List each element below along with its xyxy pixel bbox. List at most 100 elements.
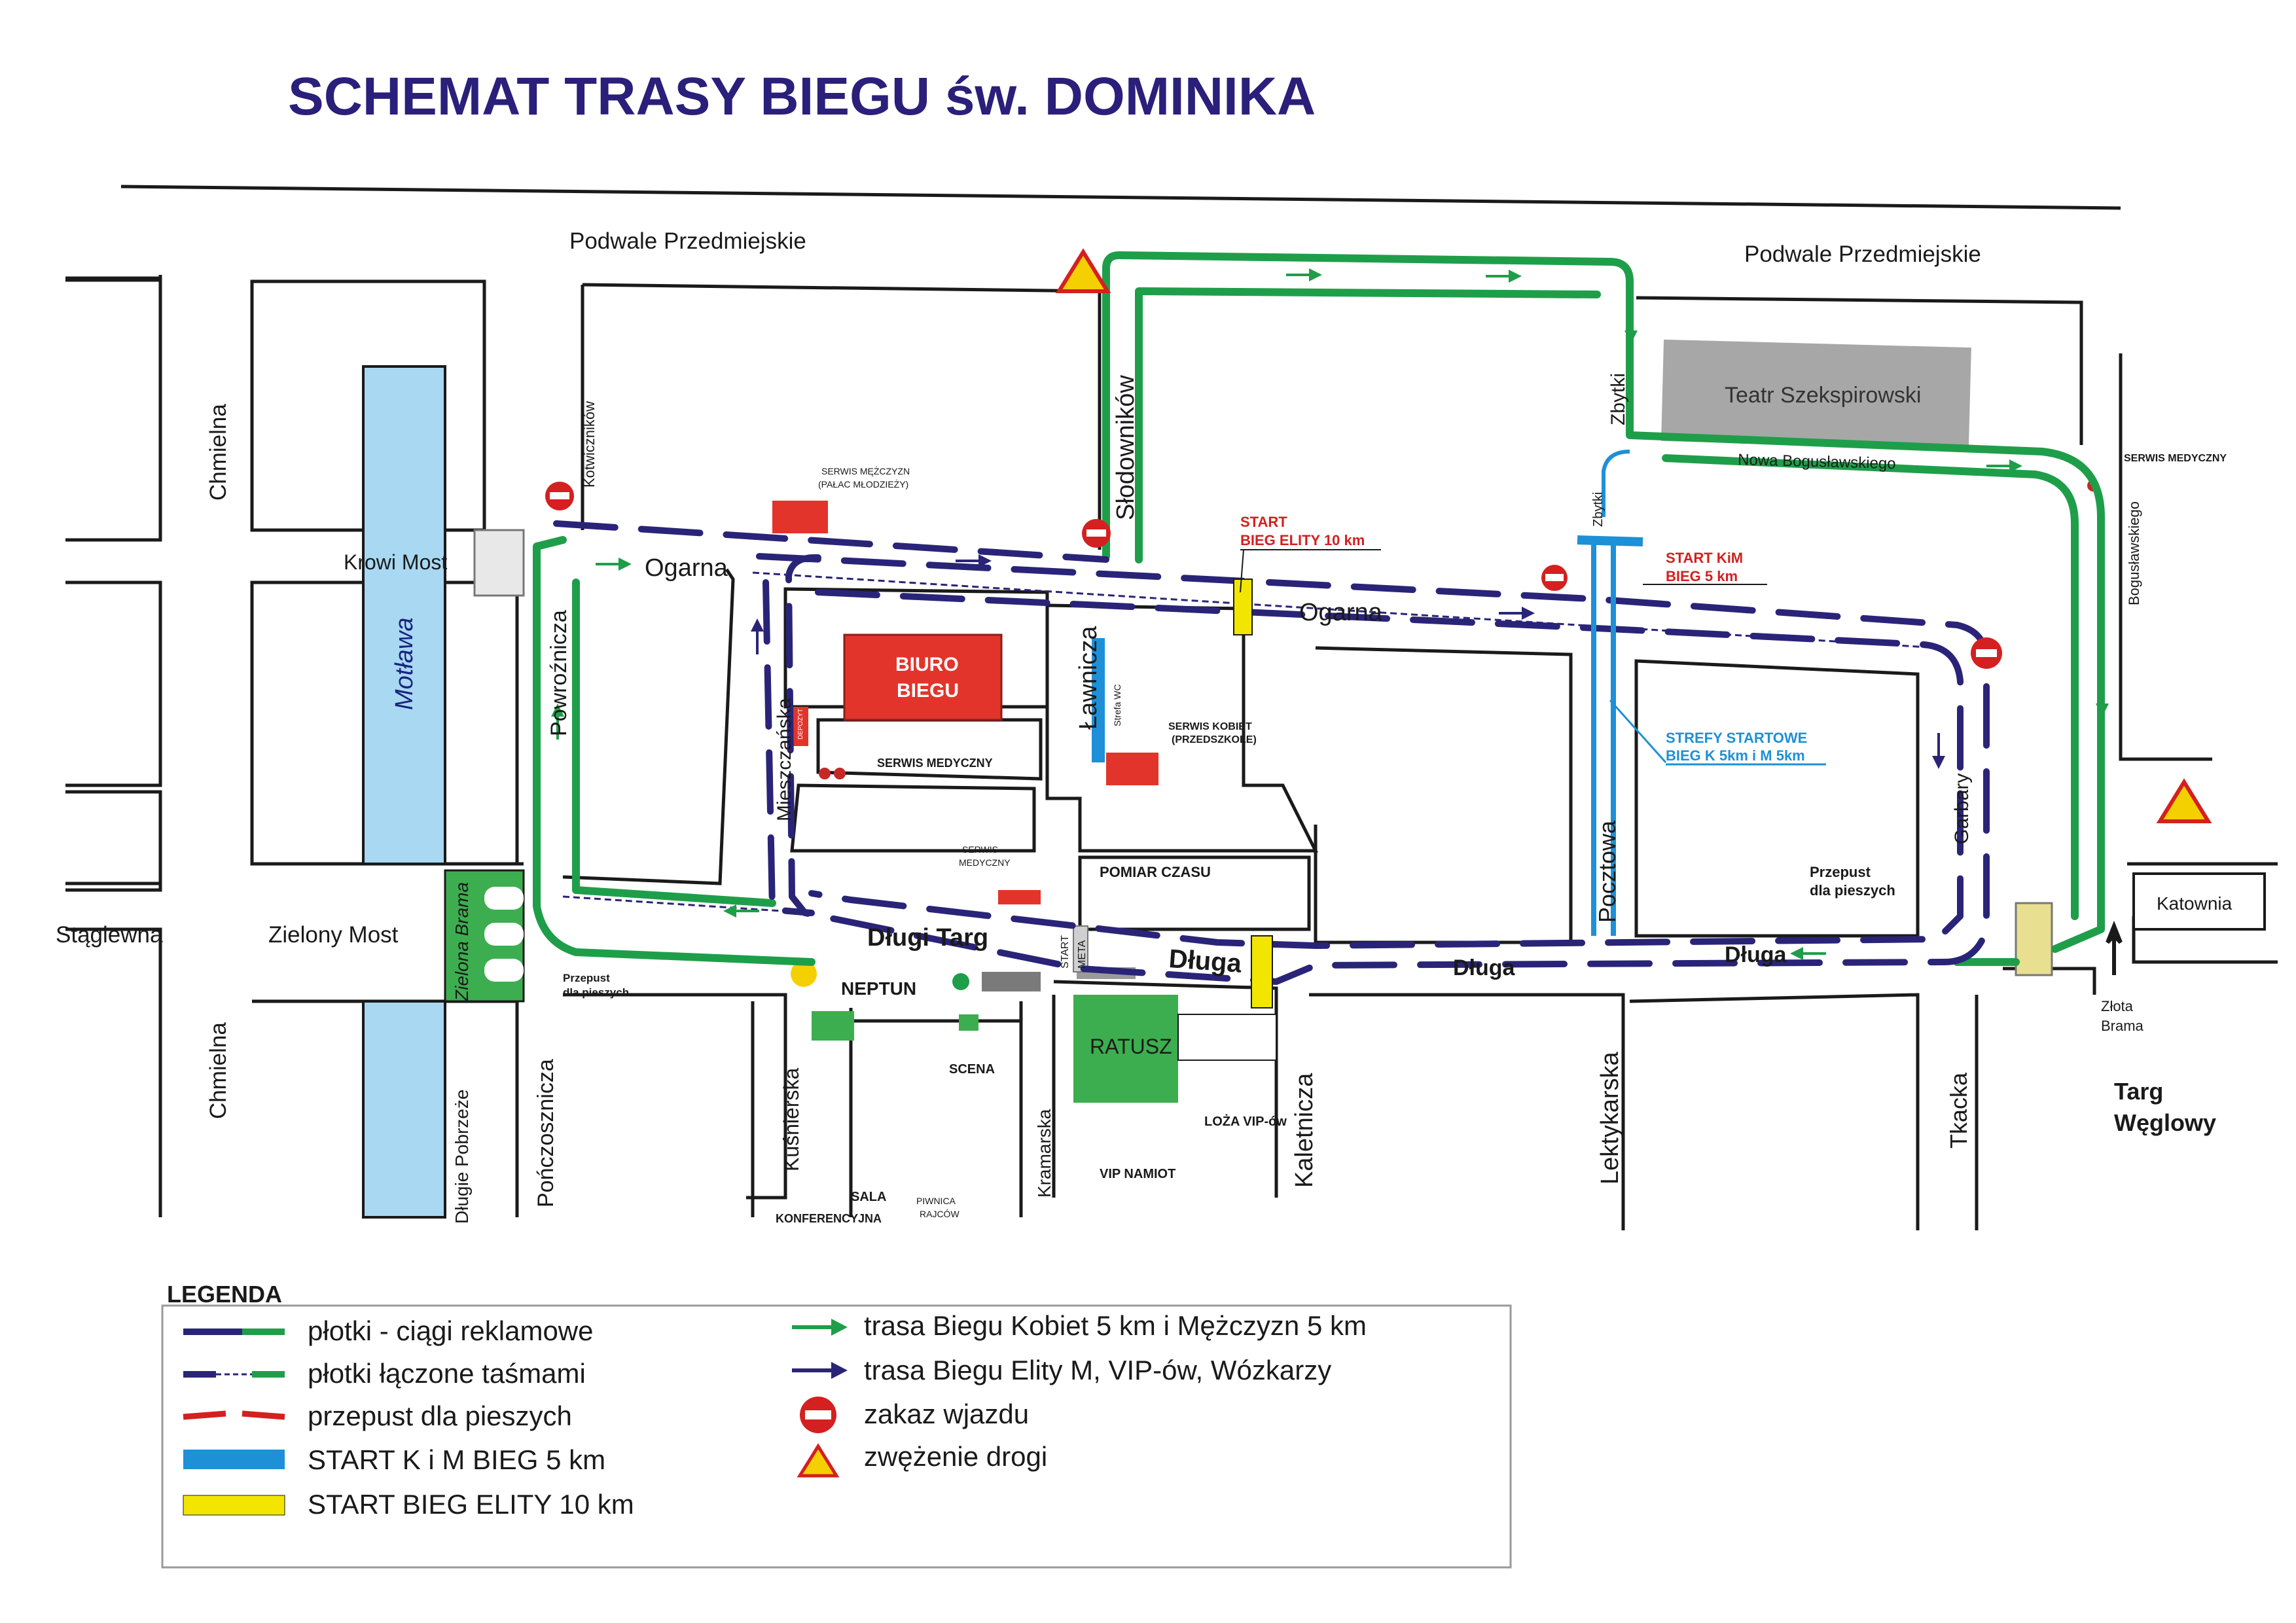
callout-start-elity-1: START xyxy=(1240,514,1287,530)
street-dluga-3: Długa xyxy=(1725,942,1787,967)
sala-label-2: KONFERENCYJNA xyxy=(776,1212,882,1225)
street-labels: Podwale Przedmiejskie Podwale Przedmiejs… xyxy=(56,228,2216,1224)
scena-building xyxy=(982,972,1041,991)
navy-route xyxy=(553,520,1990,985)
street-outlines xyxy=(65,185,2278,1230)
street-krowi-most: Krowi Most xyxy=(344,550,447,574)
zlota-brama-gate xyxy=(2015,902,2053,976)
route-arrows-navy xyxy=(751,554,1945,769)
street-targ-weglowy-2: Węglowy xyxy=(2114,1109,2216,1136)
pomiar-building xyxy=(998,890,1041,904)
teatr-label: Teatr Szekspirowski xyxy=(1725,383,1921,408)
callout-start-kim-2: BIEG 5 km xyxy=(1666,568,1738,584)
street-zlota-brama-1: Złota xyxy=(2101,998,2134,1014)
place-labels: SERWIS MĘŻCZYZN (PAŁAC MŁODZIEŻY) SERWIS… xyxy=(563,453,2227,1225)
biuro-building xyxy=(843,633,1003,721)
street-powroznicza: Powroźnicza xyxy=(547,610,571,736)
piwnica-building xyxy=(959,1014,978,1031)
serwis-mezczyzn-2: (PAŁAC MŁODZIEŻY) xyxy=(818,478,908,490)
tape-connectors xyxy=(562,571,1938,914)
przepust-right-1: Przepust xyxy=(1810,864,1871,880)
sala-label-1: SALA xyxy=(851,1190,886,1204)
legend-item-7: trasa Biegu Elity M, VIP-ów, Wózkarzy xyxy=(864,1355,1331,1385)
callout-strefy-2: BIEG K 5km i M 5km xyxy=(1666,747,1805,764)
route-arrows xyxy=(551,268,2109,960)
przepust-left-2: dla pieszych xyxy=(563,986,629,999)
legend-item-4: START K i M BIEG 5 km xyxy=(308,1444,605,1475)
street-kramarska: Kramarska xyxy=(1034,1109,1054,1198)
street-podwale-right: Podwale Przedmiejskie xyxy=(1744,241,1981,267)
street-zielony-most: Zielony Most xyxy=(268,922,399,948)
ratusz-label: RATUSZ xyxy=(1090,1035,1172,1058)
katownia-label: Katownia xyxy=(2157,893,2233,914)
serwis-medyczny-b-2: MEDYCZNY xyxy=(959,857,1011,868)
street-mieszczanska: Mieszczańska xyxy=(774,698,795,821)
street-chmielna-top: Chmielna xyxy=(206,404,231,501)
neptun-fountain xyxy=(791,961,817,987)
street-zielona-brama: Zielona Brama xyxy=(452,882,472,1002)
street-lektykarska: Lektykarska xyxy=(1596,1051,1624,1185)
road-narrowing-signs xyxy=(1055,248,2212,823)
przepust-right-2: dla pieszych xyxy=(1810,882,1895,899)
river-motlawa: Motława xyxy=(362,365,446,1219)
serwis-kobiet-building xyxy=(1106,753,1158,785)
piwnica-label-2: RAJCÓW xyxy=(920,1209,960,1219)
katownia-arrow xyxy=(2106,920,2123,975)
scena-label: SCENA xyxy=(949,1062,995,1077)
street-zbytki-top: Zbytki xyxy=(1607,373,1629,425)
street-nowa-boguslawskiego: Nowa Bogusławskiego xyxy=(1738,451,1896,473)
green-route xyxy=(533,251,2105,966)
neptun-marker xyxy=(952,973,969,990)
street-targ-weglowy-1: Targ xyxy=(2114,1078,2163,1105)
callout-strefy-1: STREFY STARTOWE xyxy=(1666,730,1807,746)
street-dluga-1: Długa xyxy=(1168,944,1243,978)
street-ponczosznicza: Pończosznicza xyxy=(533,1059,558,1207)
street-kotwicznikow: Kotwiczników xyxy=(581,401,598,488)
serwis-medyczny-dot-2 xyxy=(834,768,846,779)
legend-item-8: zakaz wjazdu xyxy=(864,1399,1029,1429)
loza-label: LOŻA VIP-ów xyxy=(1204,1114,1287,1129)
serwis-kobiet-1: SERWIS KOBIET xyxy=(1168,721,1252,732)
street-dlugie-pobrzeze: Długie Pobrzeże xyxy=(452,1090,472,1224)
biuro-label-1: BIURO xyxy=(895,654,959,675)
serwis-medyczny-b-1: SERWIS xyxy=(962,844,998,855)
piwnica-label-1: PIWNICA xyxy=(916,1196,956,1206)
depozyt-label: DEPOZYT xyxy=(797,709,804,740)
map-title: SCHEMAT TRASY BIEGU św. DOMINIKA xyxy=(288,67,1316,126)
pomiar-czasu: POMIAR CZASU xyxy=(1100,864,1211,880)
strefa-wc-strip xyxy=(1092,638,1105,762)
zielona-brama-gate xyxy=(444,869,525,1003)
no-entry-signs xyxy=(545,482,2002,669)
vip-namiot-label: VIP NAMIOT xyxy=(1100,1167,1175,1181)
street-ogarna-left: Ogarna xyxy=(645,554,728,582)
start-elity-marker xyxy=(1233,579,1253,635)
callout-start-elity-2: BIEG ELITY 10 km xyxy=(1240,532,1365,548)
street-boguslawskiego: Bogusławskiego xyxy=(2126,501,2142,605)
serwis-mezczyzn-building xyxy=(772,501,828,533)
street-zlota-brama-2: Brama xyxy=(2101,1018,2144,1034)
sala-konferencyjna-building xyxy=(812,1011,854,1041)
street-tkacka: Tkacka xyxy=(1945,1072,1972,1149)
street-kaletnicza: Kaletnicza xyxy=(1291,1073,1318,1188)
serwis-mezczyzn-1: SERWIS MĘŻCZYZN xyxy=(821,465,910,476)
start-small-label: START xyxy=(1060,935,1071,969)
street-garbary: Garbary xyxy=(1951,774,1973,844)
serwis-medyczny-a: SERWIS MEDYCZNY xyxy=(877,757,993,770)
street-podwale-left: Podwale Przedmiejskie xyxy=(569,228,806,254)
strefa-wc-label: Strefa WC xyxy=(1112,684,1122,726)
legend-heading: LEGENDA xyxy=(167,1281,282,1308)
legend-item-1: płotki - ciągi reklamowe xyxy=(308,1315,594,1346)
callouts: START BIEG ELITY 10 km START KiM BIEG 5 … xyxy=(1240,514,1826,766)
krowi-most-bridge xyxy=(473,529,525,597)
street-slodownikow: Słodowników xyxy=(1112,375,1139,520)
street-ogarna-mid: Ogarna xyxy=(1299,599,1383,626)
street-pocztowa: Pocztowa xyxy=(1594,820,1621,923)
start-meta-box xyxy=(1073,925,1088,972)
teatr-building xyxy=(1660,339,1971,450)
biuro-label-2: BIEGU xyxy=(897,680,959,702)
legend: LEGENDA płotki - ciągi reklamowe płotki … xyxy=(161,1281,1512,1569)
legend-item-6: trasa Biegu Kobiet 5 km i Mężczyzn 5 km xyxy=(864,1310,1367,1341)
street-stagiewna: Stągiewna xyxy=(56,922,163,948)
river-label: Motława xyxy=(391,618,418,711)
